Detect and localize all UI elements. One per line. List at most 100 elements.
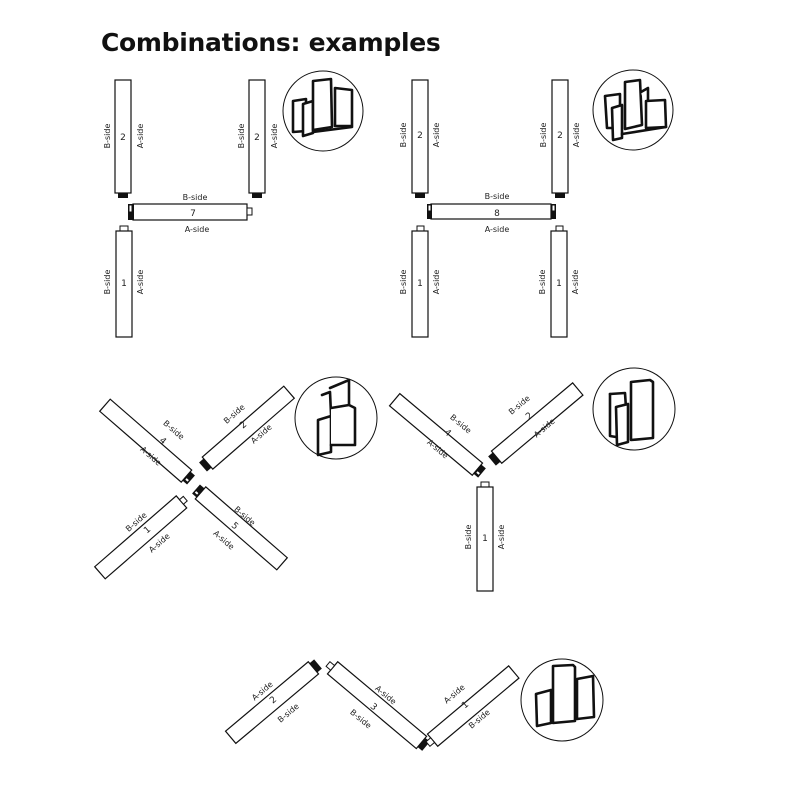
a-side-label: A-side [485,225,510,234]
panel-body [430,203,552,220]
panel-2-left: 2 B-side A-side [103,79,145,198]
connector-light [119,225,129,232]
panel-body [388,392,484,477]
panel-1-number: 1 [142,525,153,536]
panel-number: 7 [190,209,196,219]
connector-dark [252,193,262,198]
a-side-label: A-side [136,124,145,149]
panel-1 [93,495,188,580]
connector-dark [199,458,212,472]
a-side-label: A-side [270,124,279,149]
connector-light [183,476,191,484]
panel-body [490,382,584,465]
connector-dark [555,193,565,198]
panel-body [476,486,494,592]
connector-light [416,225,425,232]
panel-body [115,230,133,338]
folding-wall-preview-icon [520,658,604,742]
panel-number: 1 [417,279,423,289]
panel-2-left: 2 B-side A-side [399,79,441,198]
b-side-label: B-side [399,123,408,148]
b-side-label: B-side [538,270,547,295]
panel-2 [488,382,584,466]
connector-dark [488,452,501,466]
panel-2 [199,385,296,472]
panel-2-right: 2 B-side A-side [539,79,581,198]
a-side-label: A-side [136,270,145,295]
folding-wall-preview-icon [282,70,364,152]
panel-number: 2 [254,133,260,143]
b-side-label: B-side [237,124,246,149]
panel-number: 8 [494,209,500,219]
panel-number: 2 [417,131,423,141]
panel-body [550,230,568,338]
panel-1-bottom: 1 B-side A-side [103,225,145,338]
b-side-label: B-side [399,270,408,295]
panel-body [411,230,429,338]
panel-2-right: 2 B-side A-side [237,79,279,198]
panel-2-number: 2 [268,695,279,706]
example-4-y-shape: 4 B-side A-side 2 B-side A-side 1 B-side… [388,367,676,592]
connector-light [425,737,436,748]
panel-1-number: 1 [460,700,471,711]
panel-1 [425,665,520,748]
panel-2 [224,659,322,745]
panel-number: 1 [556,279,562,289]
connector-light [128,204,133,213]
panel-4-number: 4 [157,436,168,447]
panel-body [194,486,289,571]
panel-8-horizontal: B-side 8 A-side [427,192,556,234]
a-side-label: A-side [211,529,236,552]
connector-light [193,489,200,497]
connector-light [551,204,556,212]
panel-1: 1 B-side A-side [464,481,506,592]
panel-number: 1 [121,279,127,289]
a-side-label: A-side [185,225,210,234]
connector-dark [415,193,425,198]
connector-light [480,481,490,488]
panel-1-bottom-left: 1 B-side A-side [399,225,441,338]
panel-5-number: 5 [229,521,240,532]
panel-5 [192,484,289,571]
panel-4 [98,398,195,485]
b-side-label: B-side [464,525,473,550]
b-side-label: B-side [103,124,112,149]
page-title: Combinations: examples [101,28,441,57]
example-2-double-h: 2 B-side A-side 2 B-side A-side B-side 8… [399,69,674,338]
panel-body [426,665,520,748]
folding-wall-preview-icon [592,69,674,151]
a-side-label: A-side [497,525,506,550]
panel-body [98,398,193,483]
connector-light [427,204,432,212]
connector-light [474,469,482,477]
connector-dark [118,193,128,198]
panel-body [224,660,320,745]
b-side-label: B-side [183,193,208,202]
folding-wall-preview-icon [592,367,676,451]
panel-2-number: 2 [238,420,249,431]
panel-3-number: 3 [368,702,379,713]
panel-7-horizontal: B-side 7 A-side [128,193,253,234]
b-side-label: B-side [348,708,373,731]
panel-4-number: 4 [442,428,453,440]
b-side-label: B-side [539,123,548,148]
connector-light [555,225,564,232]
panel-body [93,495,188,580]
panel-4 [388,392,486,478]
a-side-label: A-side [432,270,441,295]
panel-2-number: 2 [524,411,535,422]
panel-number: 2 [120,133,126,143]
panel-number: 2 [557,131,563,141]
folding-wall-preview-icon [294,376,378,460]
a-side-label: A-side [572,123,581,148]
panel-1-bottom-right: 1 B-side A-side [538,225,580,338]
example-1-h-shape: 2 B-side A-side 2 B-side A-side B-side 7… [103,70,364,338]
example-3-x-shape: 4 B-side A-side 2 B-side A-side 1 B-side… [93,376,378,580]
a-side-label: A-side [571,270,580,295]
connector-light [246,207,253,216]
a-side-label: A-side [432,123,441,148]
b-side-label: B-side [103,270,112,295]
b-side-label: B-side [485,192,510,201]
connector-light [325,660,336,671]
